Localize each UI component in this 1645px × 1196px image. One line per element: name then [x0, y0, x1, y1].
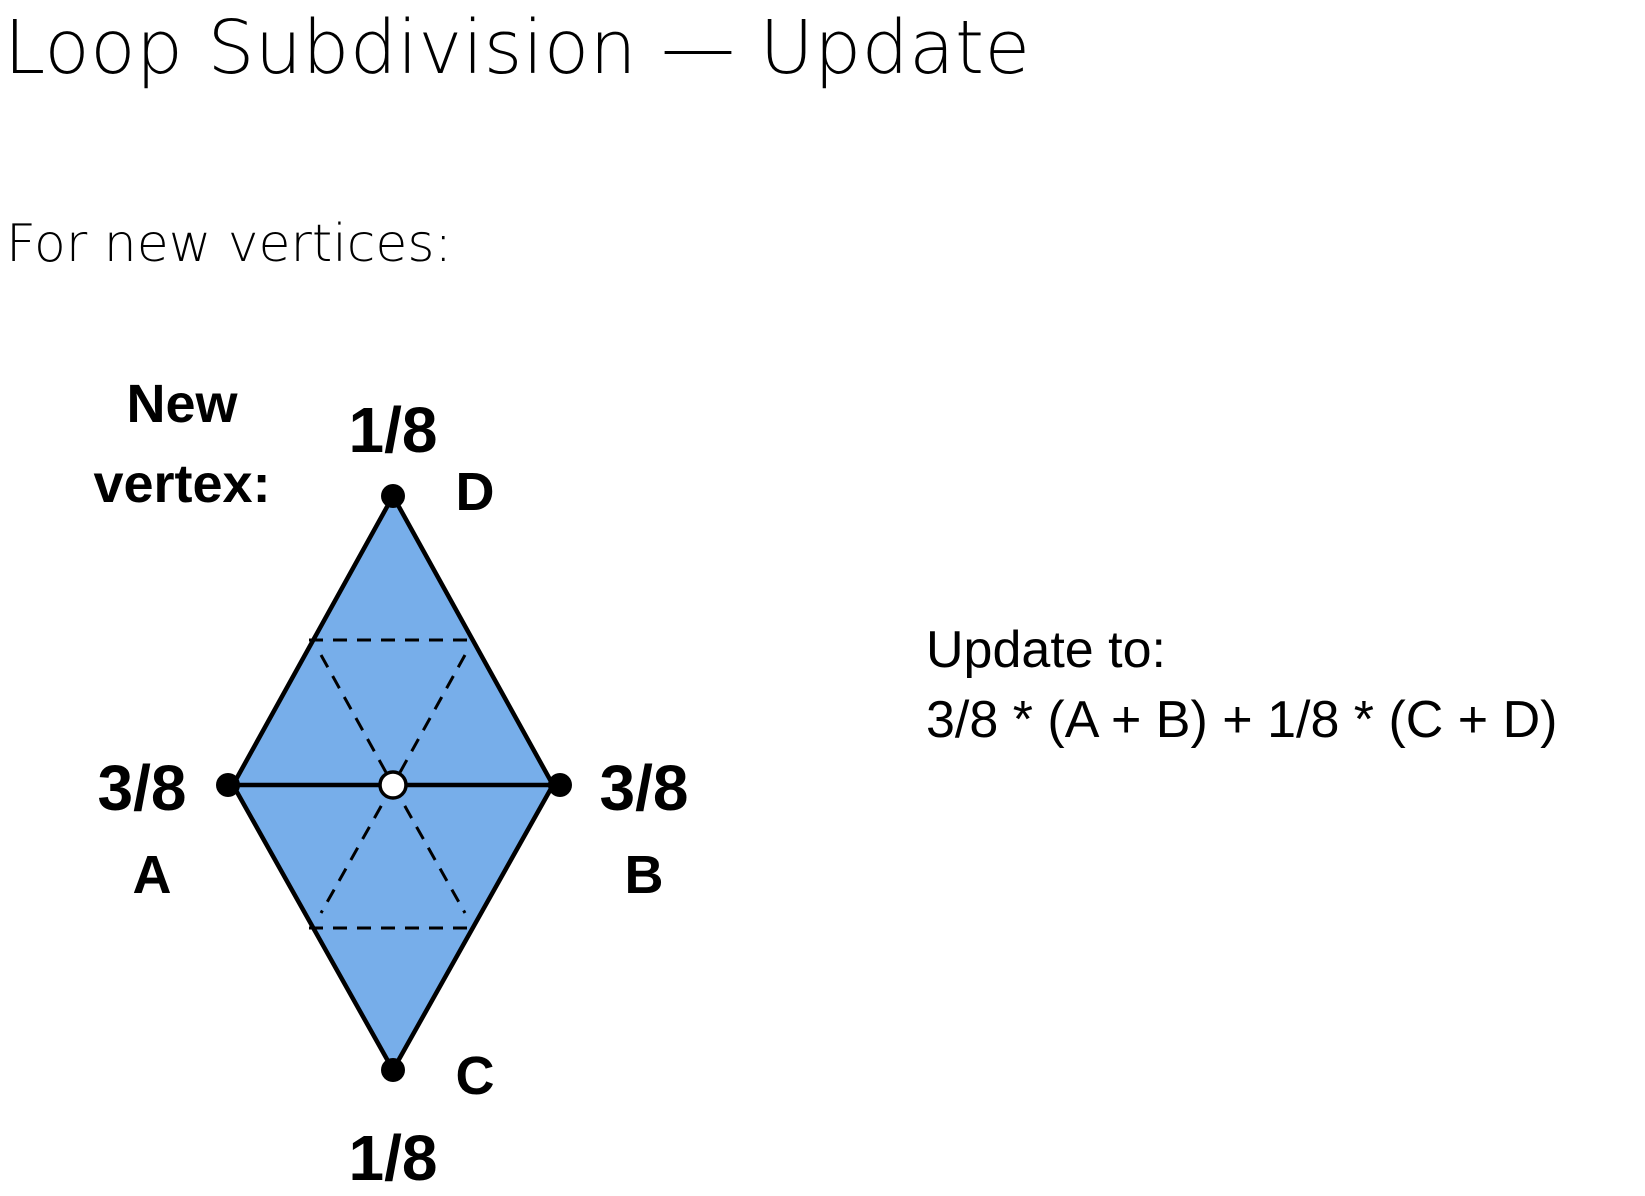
- dashed-diagonal-ul: [319, 654, 395, 786]
- update-heading: Update to:: [926, 621, 1166, 679]
- vertex-c-dot: [381, 1058, 405, 1082]
- new-vertex-dot: [378, 770, 408, 800]
- vertex-b-dot: [548, 773, 572, 797]
- dashed-diagonal-ll: [319, 784, 395, 914]
- new-vertex-label-line2: vertex:: [93, 454, 270, 514]
- subtitle: For new vertices:: [6, 214, 452, 274]
- vertex-d-weight: 1/8: [349, 394, 438, 466]
- slide-title: Loop Subdivision — Update: [4, 5, 1031, 91]
- vertex-c-weight: 1/8: [349, 1122, 438, 1194]
- vertex-a-dot: [216, 773, 240, 797]
- new-vertex-label-line1: New: [126, 374, 238, 434]
- vertex-a-weight: 3/8: [98, 752, 187, 824]
- vertex-a-name: A: [133, 845, 172, 905]
- vertex-b-weight: 3/8: [600, 752, 689, 824]
- update-formula: 3/8 * (A + B) + 1/8 * (C + D): [926, 691, 1558, 749]
- dashed-diagonal-lr: [391, 784, 467, 914]
- dashed-diagonal-ur: [391, 654, 467, 786]
- vertex-d-dot: [381, 484, 405, 508]
- vertex-b-name: B: [625, 845, 664, 905]
- update-rule: Update to: 3/8 * (A + B) + 1/8 * (C + D): [926, 615, 1558, 755]
- vertex-d-name: D: [456, 462, 495, 522]
- subdivision-lines: [309, 638, 473, 930]
- vertex-c-name: C: [456, 1046, 495, 1106]
